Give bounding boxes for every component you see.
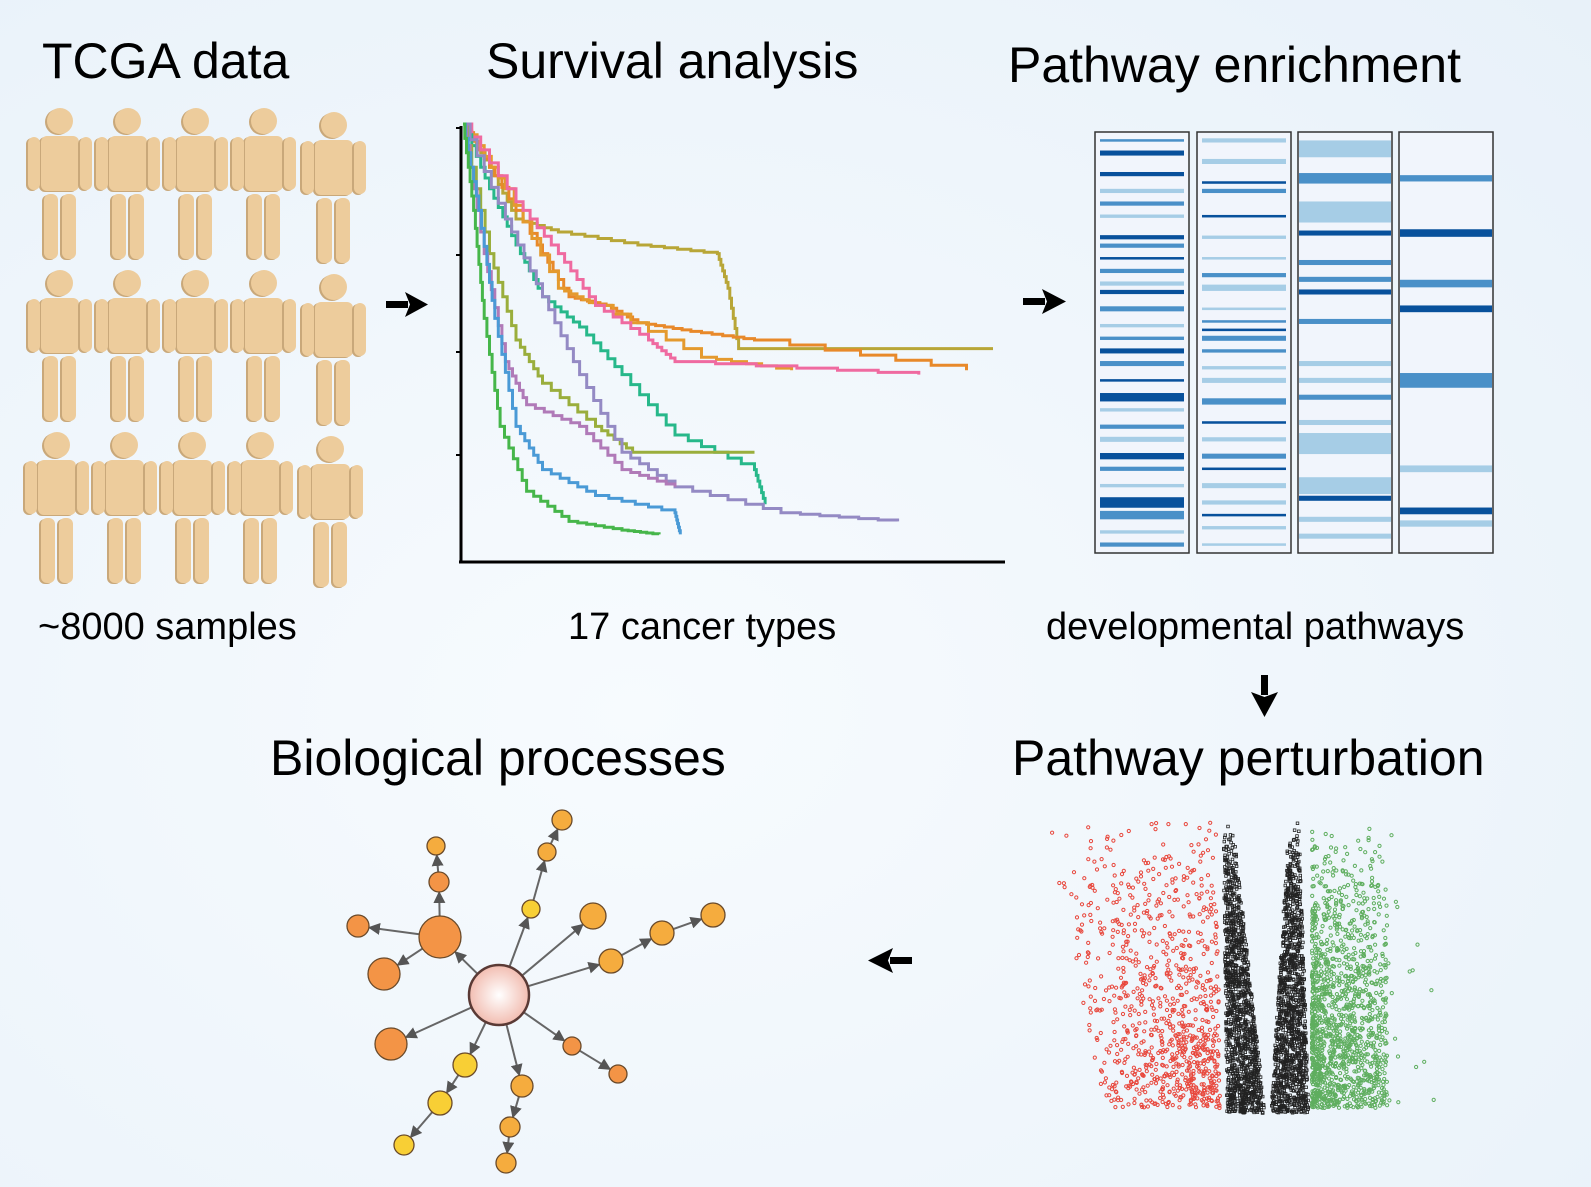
person-icon <box>159 432 225 584</box>
process-node <box>428 871 450 893</box>
process-node <box>426 836 446 856</box>
process-node <box>700 902 726 928</box>
person-icon <box>300 112 366 264</box>
person-icon <box>94 108 160 260</box>
network-edge <box>527 961 601 988</box>
process-node <box>510 1074 534 1098</box>
survival-curve <box>463 122 677 487</box>
person-icon <box>230 270 296 422</box>
pathway-enrichment-title: Pathway enrichment <box>1008 37 1462 93</box>
process-node <box>393 1134 415 1156</box>
survival-curve <box>463 122 921 375</box>
network-edge <box>469 1021 487 1056</box>
process-node <box>346 914 370 938</box>
person-icon <box>91 432 157 584</box>
network-edge <box>431 853 444 873</box>
heatmap-column <box>1398 131 1494 554</box>
person-icon <box>162 270 228 422</box>
process-node <box>499 1116 521 1138</box>
survival-curve <box>463 122 900 522</box>
network-edge <box>404 1006 473 1039</box>
network-edge <box>579 1049 612 1070</box>
network-edge <box>454 951 479 975</box>
samples-caption: ~8000 samples <box>38 606 297 648</box>
survival-curve <box>463 122 794 371</box>
arrow-right-icon <box>386 292 428 317</box>
heatmap-column <box>1196 131 1292 554</box>
cancer-types-caption: 17 cancer types <box>568 606 837 648</box>
network-edge <box>508 916 530 968</box>
network-edge <box>502 1136 515 1155</box>
process-node <box>374 1027 408 1061</box>
person-icon <box>227 432 293 584</box>
volcano-ns-points <box>1222 821 1310 1115</box>
network-edge <box>521 923 584 977</box>
biological-processes-title: Biological processes <box>270 730 726 786</box>
network-edge <box>532 859 548 901</box>
process-node <box>418 915 462 959</box>
tcga-data-title: TCGA data <box>42 33 290 89</box>
person-icon <box>230 108 296 260</box>
process-node <box>598 948 624 974</box>
process-node <box>551 809 573 831</box>
network-edge <box>510 1096 522 1119</box>
heatmap-column <box>1094 131 1190 554</box>
hub-node <box>467 963 531 1027</box>
volcano-up-points <box>1309 826 1436 1111</box>
process-node <box>427 1090 453 1116</box>
developmental-pathways-caption: developmental pathways <box>1046 606 1465 648</box>
survival-curve <box>463 122 661 536</box>
network-edge <box>523 1011 566 1042</box>
network-edge <box>547 828 559 845</box>
person-icon <box>300 274 366 426</box>
person-icon <box>94 270 160 422</box>
network-edges <box>367 828 703 1155</box>
survival-analysis-title: Survival analysis <box>486 33 859 89</box>
process-node <box>495 1152 517 1174</box>
survival-curve <box>463 122 682 535</box>
process-node <box>452 1052 478 1078</box>
network-edge <box>672 916 703 930</box>
person-icon <box>26 108 92 260</box>
arrow-left-icon <box>868 948 912 973</box>
person-icon <box>162 108 228 260</box>
volcano-down-points <box>1050 820 1222 1111</box>
process-node <box>579 902 607 930</box>
network-edge <box>446 1074 460 1094</box>
survival-curve <box>463 122 767 505</box>
network-edge <box>505 1023 523 1077</box>
process-node <box>367 957 401 991</box>
person-icon <box>297 436 363 588</box>
pathway-perturbation-title: Pathway perturbation <box>1012 730 1485 786</box>
people-grid <box>23 108 366 588</box>
process-node <box>562 1036 582 1056</box>
process-node <box>608 1064 628 1084</box>
process-node <box>649 920 675 946</box>
arrow-right-icon <box>1023 289 1066 314</box>
arrow-down-icon <box>1251 675 1278 717</box>
network-edge <box>621 938 653 957</box>
network-edge <box>396 947 424 966</box>
heatmap-column <box>1297 131 1393 554</box>
person-icon <box>23 432 89 584</box>
network-edge <box>367 922 420 936</box>
person-icon <box>26 270 92 422</box>
network-edge <box>409 1111 433 1139</box>
process-node <box>521 899 541 919</box>
process-node <box>537 842 557 862</box>
